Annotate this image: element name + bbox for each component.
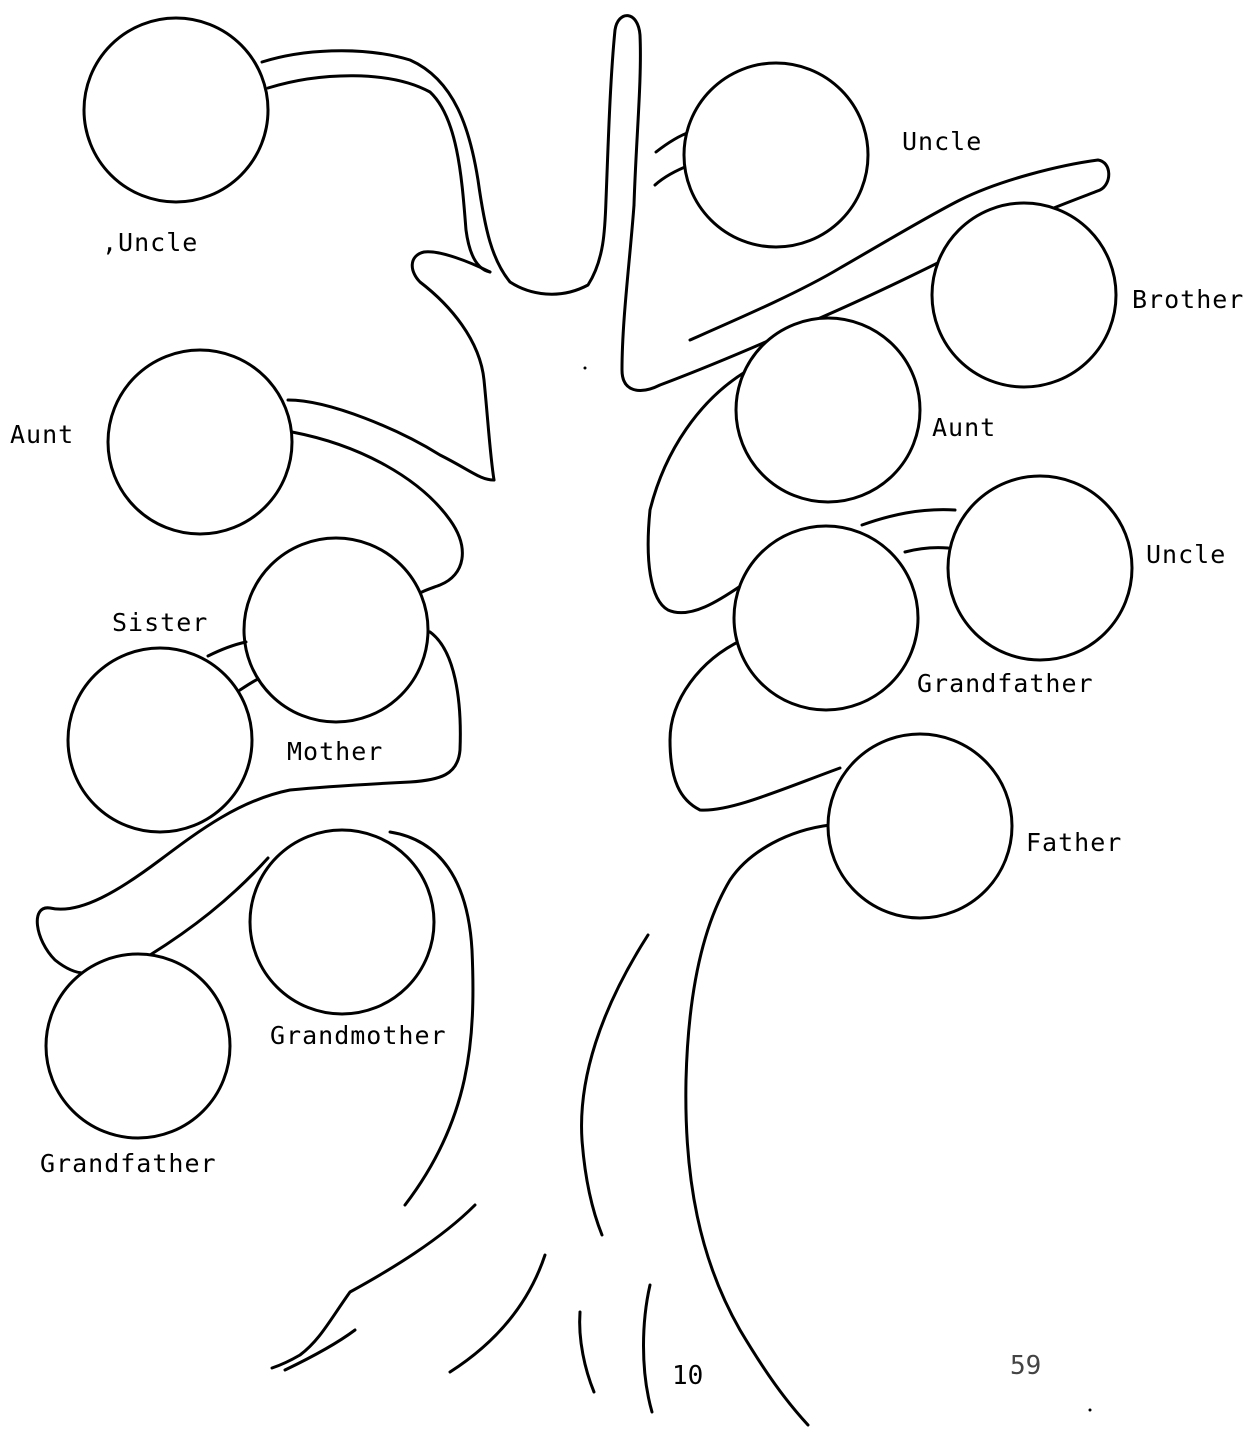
- circle-grandfather-left: [46, 954, 230, 1138]
- circle-aunt-right: [736, 318, 920, 502]
- circle-uncle-top-right: [684, 63, 868, 247]
- label-aunt-right: Aunt: [932, 413, 996, 442]
- trunk-left-upper: [262, 16, 640, 295]
- scan-dot: [1089, 1409, 1092, 1412]
- branch-aunt-right: [648, 372, 745, 613]
- label-uncle-top-right: Uncle: [902, 127, 982, 156]
- label-uncle-mid-right: Uncle: [1146, 540, 1226, 569]
- circle-aunt-left: [108, 350, 292, 534]
- circle-uncle-top-left: [84, 18, 268, 202]
- label-mother: Mother: [287, 737, 383, 766]
- circle-brother: [932, 203, 1116, 387]
- footer-mark: 59: [1010, 1351, 1041, 1381]
- label-uncle-top-left: ,Uncle: [102, 228, 198, 257]
- circle-mother: [244, 538, 428, 722]
- label-sister: Sister: [112, 608, 208, 637]
- scan-dot: [584, 367, 587, 370]
- tree-circles: [46, 18, 1132, 1138]
- circle-sister: [68, 648, 252, 832]
- connector-sister-mother-lower: [240, 679, 258, 690]
- root-mid-3: [644, 1285, 653, 1412]
- label-aunt-left: Aunt: [10, 420, 74, 449]
- label-grandmother: Grandmother: [270, 1021, 447, 1050]
- connector-uncle-mid-right: [862, 510, 955, 525]
- label-grandfather-left: Grandfather: [40, 1149, 217, 1178]
- circle-grandfather-right: [734, 526, 918, 710]
- circle-grandmother: [250, 830, 434, 1014]
- root-mid-2: [580, 1312, 594, 1392]
- circle-uncle-mid-right: [948, 476, 1132, 660]
- root-mid-1: [582, 935, 648, 1235]
- connector-uncle-mid-right-lower: [905, 548, 948, 552]
- page-number: 10: [672, 1361, 703, 1391]
- label-father: Father: [1026, 828, 1122, 857]
- circle-father: [828, 734, 1012, 918]
- label-brother: Brother: [1132, 285, 1244, 314]
- root-left-3: [450, 1255, 545, 1372]
- root-left-1: [272, 1205, 475, 1368]
- label-grandfather-right: Grandfather: [917, 669, 1094, 698]
- trunk-right: [686, 825, 830, 1425]
- connector-sister-mother: [208, 642, 246, 656]
